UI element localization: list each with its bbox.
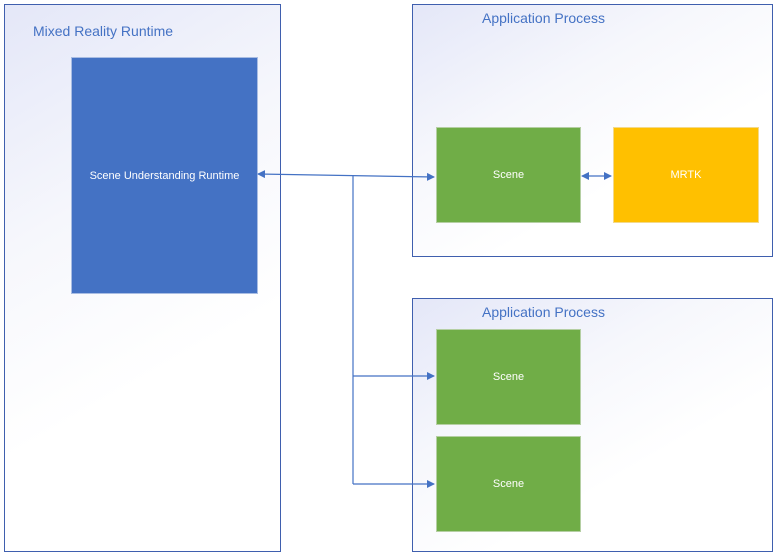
connector-runtime-to-scene-top (257, 170, 435, 181)
application-process-bottom-container: Application Process Scene Scene (412, 298, 773, 552)
scene-understanding-runtime-label: Scene Understanding Runtime (89, 169, 240, 182)
scene-box-bottom-1: Scene (436, 329, 581, 425)
mrtk-label: MRTK (670, 169, 702, 181)
mrtk-box: MRTK (613, 127, 759, 223)
scene-label-top: Scene (492, 169, 525, 181)
mixed-reality-runtime-container: Mixed Reality Runtime Scene Understandin… (4, 4, 281, 552)
mixed-reality-runtime-title: Mixed Reality Runtime (33, 23, 174, 39)
scene-label-bottom-2: Scene (492, 478, 525, 490)
scene-understanding-runtime-box: Scene Understanding Runtime (71, 57, 258, 294)
application-process-top-title: Application Process (482, 10, 605, 26)
application-process-bottom-title: Application Process (482, 304, 605, 320)
application-process-top-container: Application Process Scene MRTK (412, 4, 773, 257)
scene-box-top: Scene (436, 127, 581, 223)
scene-label-bottom-1: Scene (492, 371, 525, 383)
scene-box-bottom-2: Scene (436, 436, 581, 532)
